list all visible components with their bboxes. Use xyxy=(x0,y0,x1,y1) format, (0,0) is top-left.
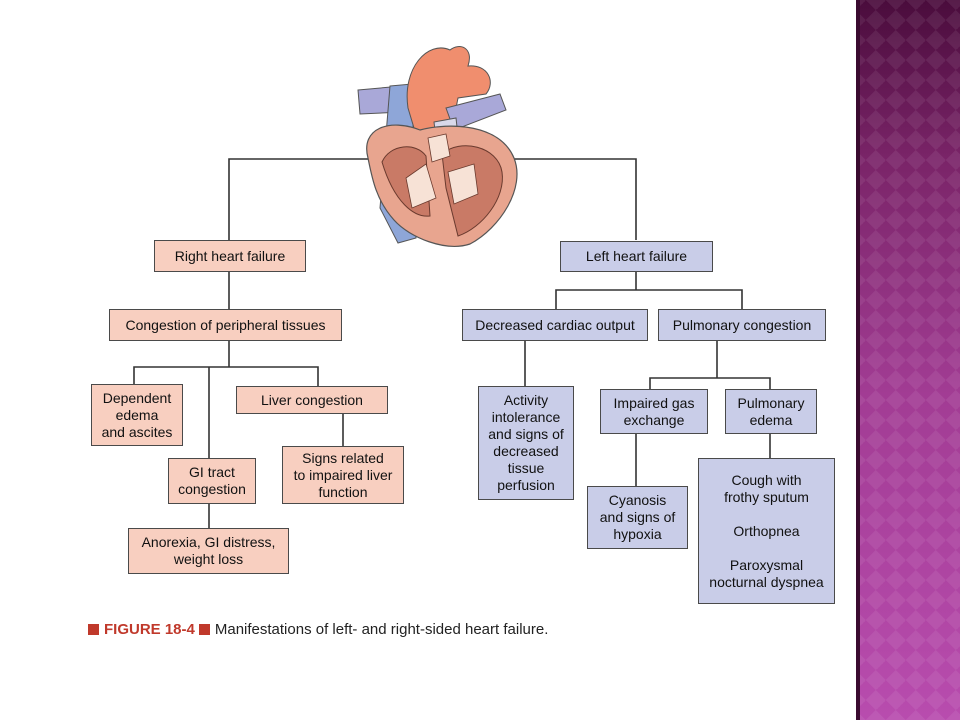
congestion-peripheral-box: Congestion of peripheral tissues xyxy=(109,309,342,341)
activity-intolerance-box: Activity intolerance and signs of decrea… xyxy=(478,386,574,500)
caption-square-icon xyxy=(198,623,210,635)
figure-label: FIGURE 18-4 xyxy=(104,620,195,638)
right-heart-failure-box: Right heart failure xyxy=(154,240,306,272)
signs-liver-box: Signs related to impaired liver function xyxy=(282,446,404,504)
caption-text: Manifestations of left- and right-sided … xyxy=(214,620,549,638)
decorative-side-band xyxy=(856,0,960,720)
caption-square-icon xyxy=(88,623,99,635)
heart-illustration xyxy=(357,46,518,247)
liver-congestion-box: Liver congestion xyxy=(236,386,388,414)
gi-tract-box: GI tract congestion xyxy=(168,458,256,504)
slide: Right heart failure Congestion of periph… xyxy=(88,46,835,640)
anorexia-box: Anorexia, GI distress, weight loss xyxy=(128,528,289,574)
pulmonary-congestion-box: Pulmonary congestion xyxy=(658,309,826,341)
pulmonary-edema-box: Pulmonary edema xyxy=(725,389,817,434)
diamond-pattern xyxy=(856,0,960,720)
connector-lines xyxy=(133,158,771,528)
decreased-output-box: Decreased cardiac output xyxy=(462,309,648,341)
side-band-edge xyxy=(856,0,860,720)
figure-caption: FIGURE 18-4 Manifestations of left- and … xyxy=(88,618,548,640)
impaired-gas-box: Impaired gas exchange xyxy=(600,389,708,434)
left-heart-failure-box: Left heart failure xyxy=(560,241,713,272)
cough-symptoms-box: Cough with frothy sputum Orthopnea Parox… xyxy=(698,458,835,604)
cyanosis-box: Cyanosis and signs of hypoxia xyxy=(587,486,688,549)
dependent-edema-box: Dependent edema and ascites xyxy=(91,384,183,446)
